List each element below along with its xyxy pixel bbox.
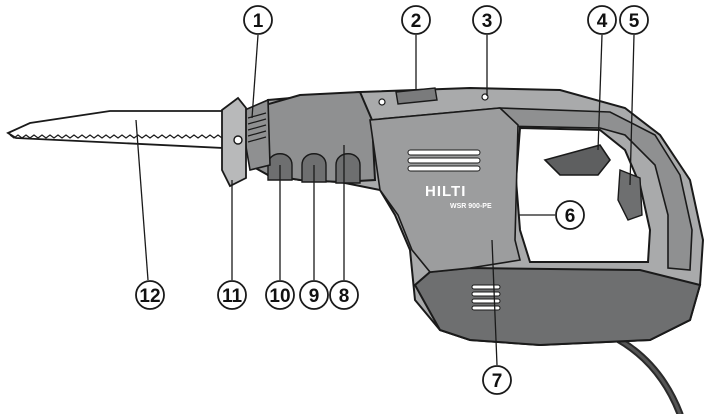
callout-4-label: 4	[597, 11, 608, 32]
callout-6-label: 6	[565, 206, 576, 227]
front-panel	[369, 107, 521, 273]
callout-8: 8	[329, 280, 359, 310]
callout-7: 7	[482, 365, 512, 395]
leader-lines	[135, 34, 635, 366]
callout-8-label: 8	[339, 286, 350, 307]
top-screw-left	[378, 98, 386, 106]
lock-button	[617, 168, 643, 221]
callout-10-label: 10	[269, 286, 290, 307]
callout-1-label: 1	[253, 11, 264, 32]
top-switch	[395, 87, 438, 105]
callout-2: 2	[401, 5, 431, 35]
callout-9: 9	[299, 280, 329, 310]
callout-6: 6	[555, 200, 585, 230]
vent-slots-upper	[407, 149, 481, 172]
callout-11-label: 11	[222, 286, 243, 307]
callout-5-label: 5	[629, 11, 640, 32]
power-cord	[606, 331, 684, 414]
callout-2-label: 2	[411, 11, 422, 32]
saw-blade	[6, 110, 225, 149]
callout-10: 10	[265, 280, 295, 310]
callout-12: 12	[135, 280, 165, 310]
blade-teeth	[9, 134, 223, 139]
callout-7-label: 7	[492, 371, 503, 392]
trigger-switch	[543, 144, 611, 176]
foot-plate-screw	[233, 135, 243, 145]
callout-11: 11	[217, 280, 247, 310]
lower-housing	[413, 266, 702, 347]
clamp-ridges	[247, 112, 267, 143]
callout-12-label: 12	[139, 286, 160, 307]
callout-1: 1	[243, 5, 273, 35]
callout-3-label: 3	[482, 11, 493, 32]
callout-3: 3	[472, 5, 502, 35]
callout-9-label: 9	[309, 286, 320, 307]
callout-5: 5	[619, 5, 649, 35]
vent-slots-lower	[471, 284, 501, 311]
brand-logo: HILTI	[425, 183, 466, 200]
callout-4: 4	[587, 5, 617, 35]
grip-bump-8	[335, 153, 361, 184]
model-label: WSR 900-PE	[450, 203, 492, 210]
